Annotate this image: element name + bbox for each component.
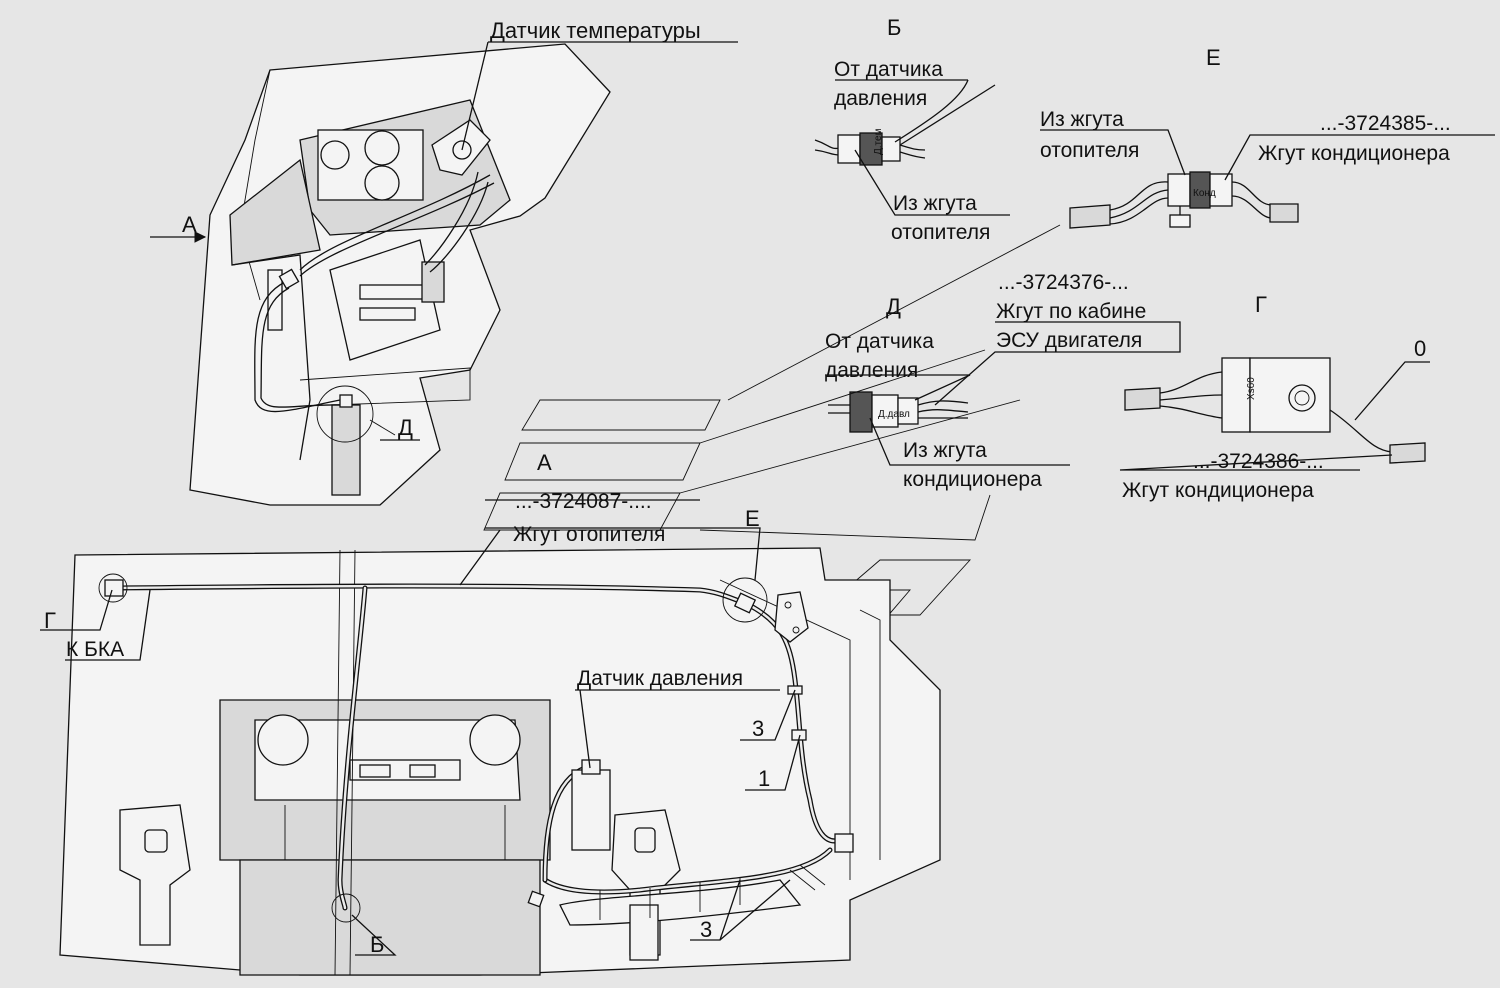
heater-harness-label: Жгут отопителя xyxy=(513,523,665,546)
view-e-detail xyxy=(1040,129,1495,229)
end-block xyxy=(834,833,854,853)
e-part-number: ...-3724385-... xyxy=(1320,112,1451,135)
b-from-pressure-1: От датчика xyxy=(834,58,943,81)
heater-unit-view xyxy=(150,41,738,506)
e-ac-harness-label: Жгут кондиционера xyxy=(1258,142,1450,165)
pressure-sensor-label: Датчик давления xyxy=(577,667,743,690)
view-g-detail xyxy=(1119,357,1430,471)
d-connector-mark: Д.давл xyxy=(878,409,910,420)
callout-d-label: Д xyxy=(398,415,413,440)
view-b-title: Б xyxy=(887,15,901,40)
b-from-heater-1: Из жгута xyxy=(893,192,977,215)
pressure-sensor xyxy=(571,769,611,851)
part-3724087: ...-3724087-.... xyxy=(515,490,652,513)
callout-circle-b xyxy=(331,893,361,923)
b-connector-mark: Д.тем xyxy=(873,128,884,155)
d-from-ac-2: кондиционера xyxy=(903,468,1042,491)
view-e-title: Е xyxy=(1206,45,1221,70)
d-from-pressure-2: давления xyxy=(825,359,918,382)
bottom-leaders xyxy=(40,499,801,956)
view-d-detail xyxy=(825,321,1181,466)
d-cabin-harness-2: ЭСУ двигателя xyxy=(996,329,1142,352)
to-bka-label: К БКА xyxy=(66,638,124,661)
b-from-pressure-2: давления xyxy=(834,87,927,110)
harness-components xyxy=(98,573,854,961)
g-connector-mark: Xs60 xyxy=(1246,377,1257,400)
connector-g xyxy=(104,579,124,597)
position-3-lower: 3 xyxy=(700,917,712,942)
d-from-pressure-1: От датчика xyxy=(825,330,934,353)
connector-e xyxy=(733,592,757,614)
cabin-floor-view xyxy=(59,547,941,976)
bracket-upper xyxy=(774,591,809,643)
e-connector-mark: Конд xyxy=(1193,188,1216,199)
b-from-heater-2: отопителя xyxy=(891,221,990,244)
position-1: 1 xyxy=(758,766,770,791)
view-g-title: Г xyxy=(1255,292,1267,317)
position-3-upper: 3 xyxy=(752,716,764,741)
temp-sensor-label: Датчик температуры xyxy=(490,18,701,43)
arrow-a-label: А xyxy=(182,212,197,237)
g-part-number: ...-3724386-... xyxy=(1193,450,1324,473)
zero-mark: 0 xyxy=(1414,336,1426,361)
e-from-heater-1: Из жгута xyxy=(1040,108,1124,131)
d-part-number: ...-3724376-... xyxy=(998,271,1129,294)
d-cabin-harness-1: Жгут по кабине xyxy=(996,300,1146,323)
e-from-heater-2: отопителя xyxy=(1040,139,1139,162)
view-d-title: Д xyxy=(886,294,901,319)
callout-b-label: Б xyxy=(370,932,384,957)
callout-e-label: Е xyxy=(745,506,760,531)
callout-g-label: Г xyxy=(44,608,56,633)
g-ac-harness-label: Жгут кондиционера xyxy=(1122,479,1314,502)
view-a-label: А xyxy=(537,450,552,475)
view-b-detail xyxy=(814,79,1010,216)
d-from-ac-1: Из жгута xyxy=(903,439,987,462)
